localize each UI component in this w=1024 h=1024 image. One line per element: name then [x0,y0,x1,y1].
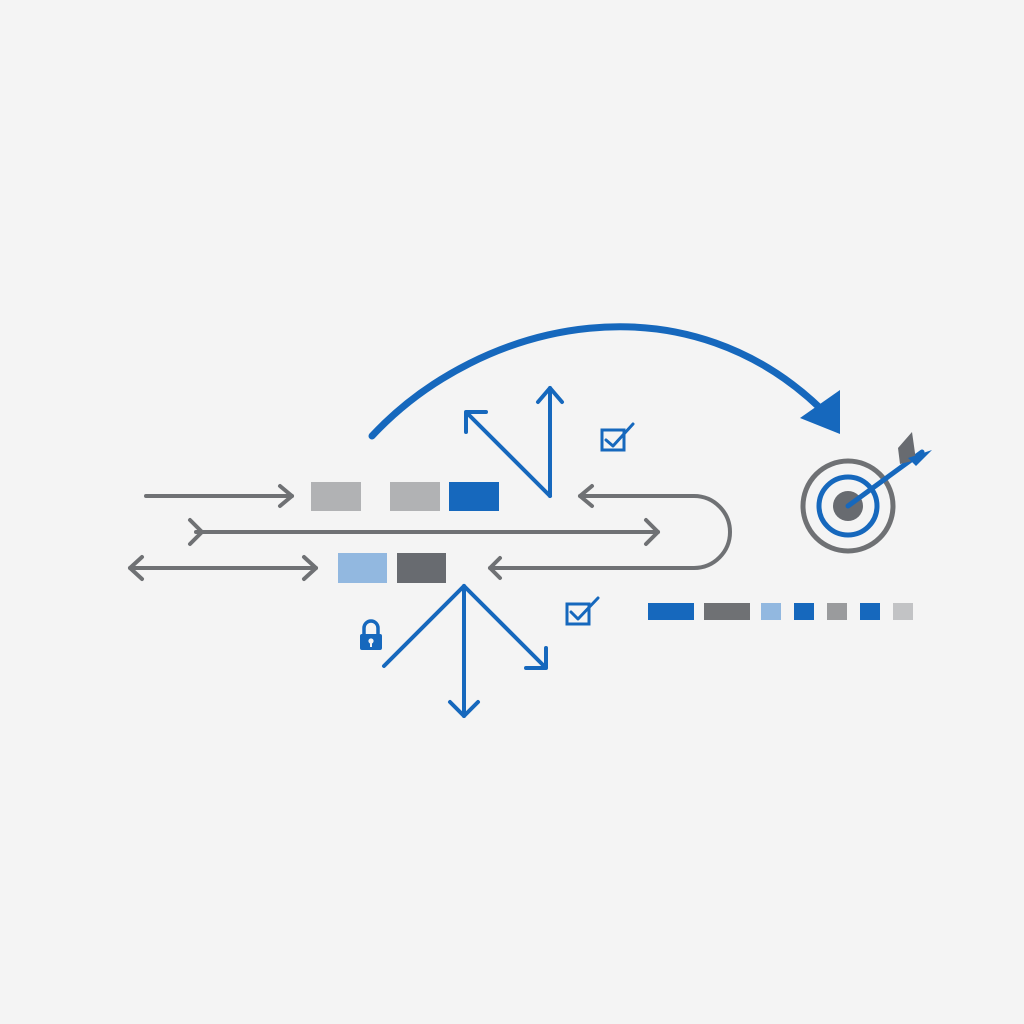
checkbox-checked-icon [565,596,600,626]
sequence-block-5 [827,603,847,620]
padlock-icon [360,619,382,650]
blue-diverging-arrows-up [464,386,564,498]
sequence-block-1 [648,603,694,620]
checkbox-checked-icon [600,422,635,452]
arrow-right-middle [188,518,660,546]
blue-diverging-arrows-down [382,584,548,718]
sequence-block-6 [860,603,880,620]
upper-block-3 [449,482,499,511]
upper-block-1 [311,482,361,511]
dart-arrow-icon [845,432,932,509]
sequence-block-4 [794,603,814,620]
right-block-sequence [648,603,913,620]
sequence-block-3 [761,603,781,620]
middle-block-row [338,553,446,583]
middle-block-1 [338,553,387,583]
sequence-block-7 [893,603,913,620]
return-loop-arrow [488,484,732,580]
arrow-bidirectional [128,555,318,581]
curved-arrow-to-target [368,323,840,440]
upper-block-2 [390,482,440,511]
sequence-block-2 [704,603,750,620]
upper-block-row [311,482,499,511]
middle-block-2 [397,553,446,583]
arrow-right-top [144,484,294,508]
